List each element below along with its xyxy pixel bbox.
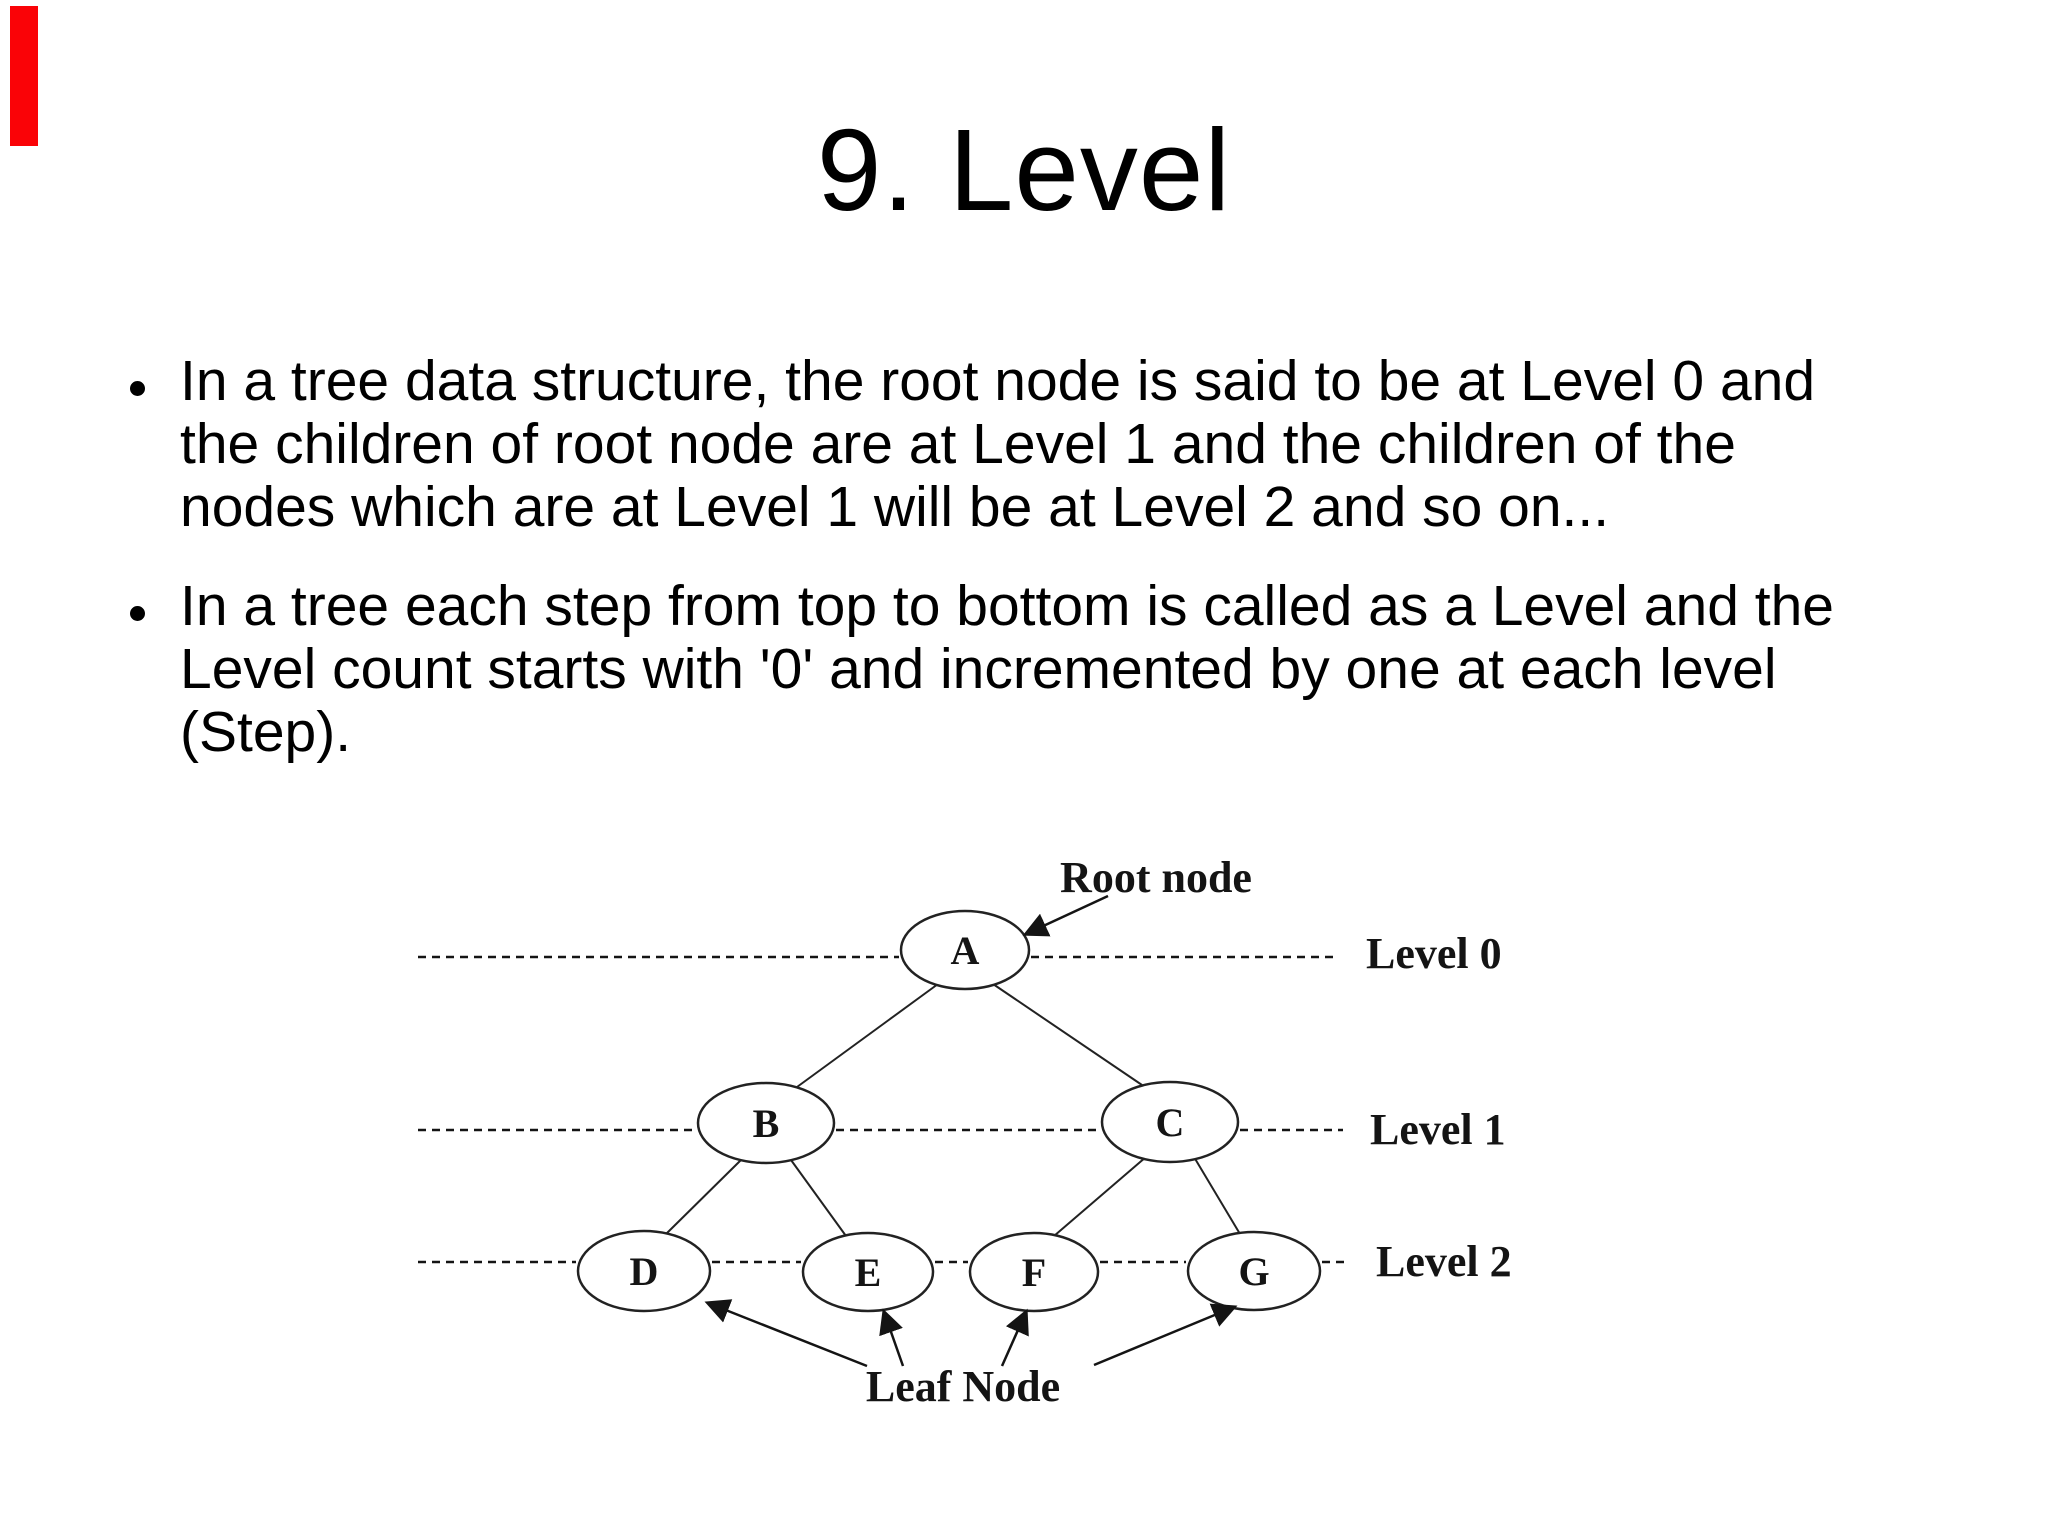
node-c-label: C (1156, 1100, 1185, 1145)
bullet-item: In a tree data structure, the root node … (130, 350, 1920, 539)
page-title: 9. Level (816, 105, 1232, 235)
leaf-arrow-d (704, 1299, 868, 1368)
bullet-dot (130, 606, 145, 621)
node-b-label: B (753, 1101, 780, 1146)
edge-b-e (790, 1159, 847, 1237)
level-1-label: Level 1 (1370, 1105, 1506, 1154)
node-a (899, 909, 1031, 991)
edge-b-d (665, 1158, 743, 1235)
root-node-label: Root node (1060, 853, 1252, 902)
bullet-text: In a tree each step from top to bottom i… (180, 574, 1834, 764)
edge-c-g (1193, 1156, 1241, 1235)
root-node-arrow (1022, 894, 1109, 937)
leaf-arrow-g (1093, 1303, 1238, 1367)
node-d (576, 1229, 712, 1313)
red-marker (10, 6, 38, 146)
edge-c-f (1053, 1156, 1147, 1237)
level-0-label: Level 0 (1366, 929, 1502, 978)
node-b (696, 1081, 836, 1165)
level-2-label: Level 2 (1376, 1237, 1512, 1286)
leaf-arrow-f (1000, 1308, 1029, 1367)
node-d-label: D (630, 1249, 659, 1294)
leaf-node-label: Leaf Node (866, 1362, 1060, 1411)
node-g-label: G (1238, 1249, 1269, 1294)
node-f-label: F (1022, 1250, 1046, 1295)
edge-a-b (796, 983, 939, 1088)
node-f (968, 1231, 1100, 1313)
leaf-arrow-e (879, 1308, 905, 1367)
bullet-text: In a tree data structure, the root node … (180, 349, 1816, 539)
node-e (801, 1231, 935, 1313)
edge-a-c (992, 983, 1143, 1086)
bullet-item: In a tree each step from top to bottom i… (130, 575, 1920, 764)
node-c (1100, 1080, 1240, 1164)
node-e-label: E (855, 1250, 882, 1295)
node-g (1186, 1230, 1322, 1312)
node-a-label: A (951, 928, 980, 973)
bullet-dot (130, 381, 145, 396)
